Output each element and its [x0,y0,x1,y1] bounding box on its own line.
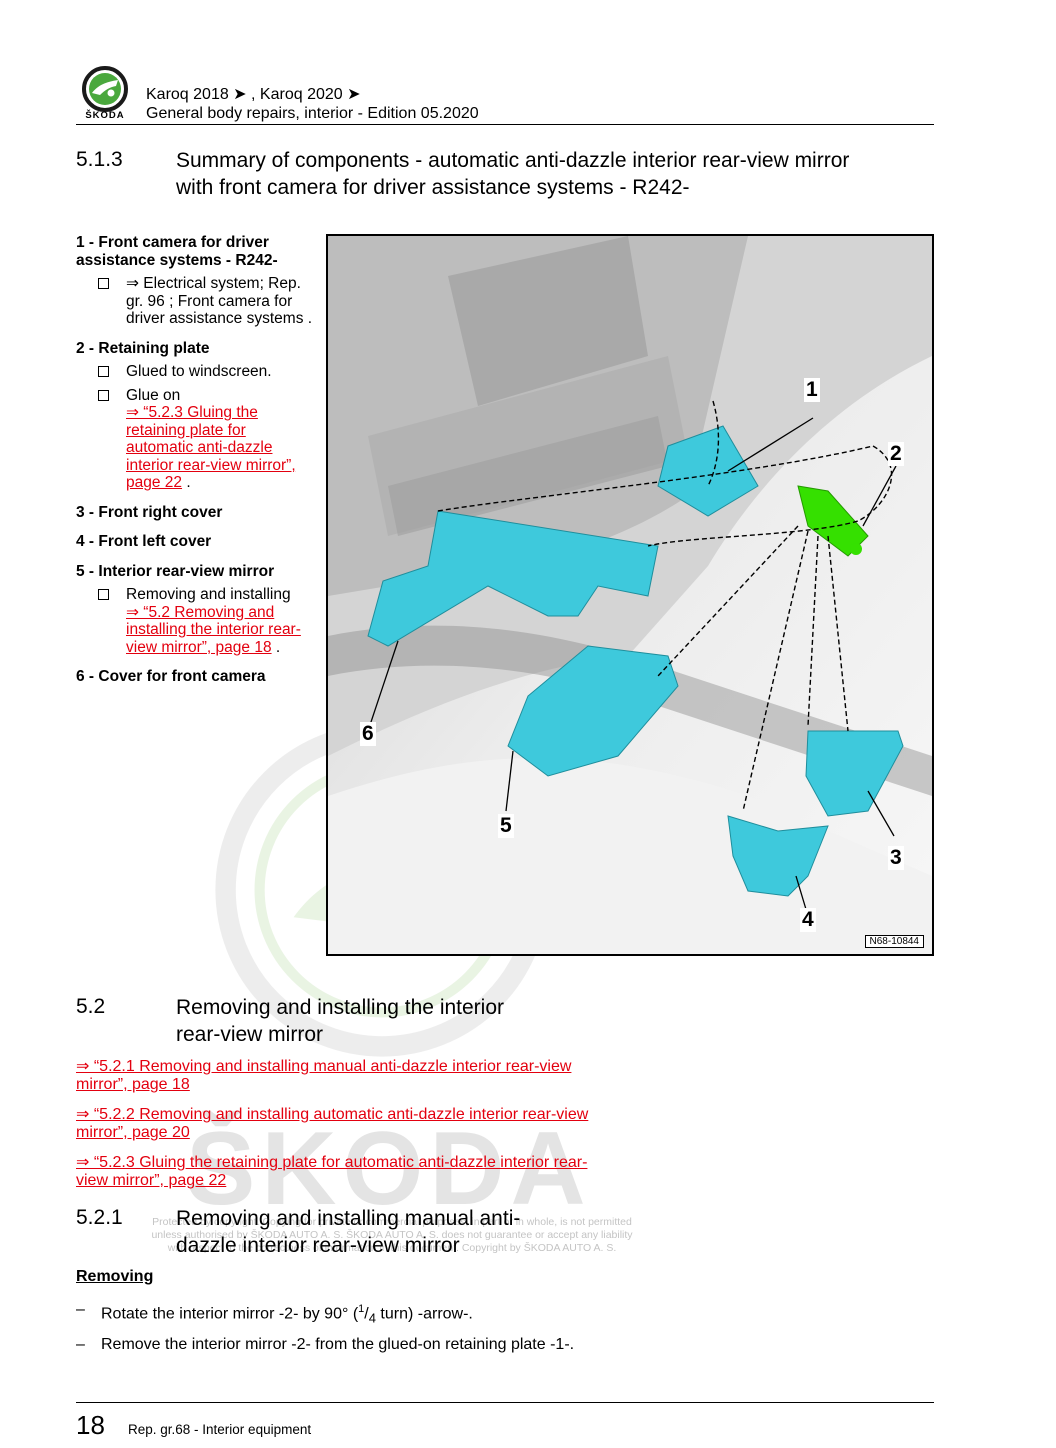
checkbox-icon [98,589,109,600]
watermark-brand-text: ŠKODA [186,1111,592,1227]
link-521[interactable]: ⇒ “5.2.1 Removing and installing manual … [76,1058,572,1093]
section-links: ⇒ “5.2.1 Removing and installing manual … [76,1058,596,1202]
section-52-title: Removing and installing the interior rea… [176,996,505,1046]
skoda-wordmark: ŠKODA [85,110,125,121]
checkbox-icon [98,389,109,401]
callout-4: 4 [800,908,816,932]
section-521-title: Removing and installing manual anti- daz… [176,1207,521,1257]
link-gluing-retaining-plate[interactable]: ⇒ “5.2.3 Gluing the retaining plate for … [126,404,296,491]
header-model-line: Karoq 2018 ➤ , Karoq 2020 ➤ [146,86,361,103]
footer-divider [76,1402,934,1403]
link-523[interactable]: ⇒ “5.2.3 Gluing the retaining plate for … [76,1154,588,1189]
component-diagram: 1 2 3 4 5 6 N68-10844 [326,234,934,956]
header-divider [76,124,934,125]
callout-5: 5 [498,814,514,838]
footer-chapter: Rep. gr.68 - Interior equipment [128,1422,312,1437]
callout-3: 3 [888,846,904,870]
section-52-number: 5.2 [76,995,106,1018]
link-removing-installing-mirror[interactable]: ⇒ “5.2 Removing and installing the inter… [126,603,301,656]
component-legend: 1 - Front camera for driver assistance s… [76,234,316,698]
legend-item-6: 6 - Cover for front camera [76,668,266,685]
step-2: – Remove the interior mirror -2- from th… [76,1336,575,1353]
header-manual-title: General body repairs, interior - Edition… [146,105,479,122]
page-number: 18 [76,1410,105,1440]
legend-item-3: 3 - Front right cover [76,503,223,521]
skoda-logo-icon [82,66,128,112]
section-521-number: 5.2.1 [76,1206,123,1229]
removing-heading: Removing [76,1268,154,1285]
legend-item-4: 4 - Front left cover [76,533,212,550]
callout-6: 6 [360,722,376,746]
callout-1: 1 [804,378,820,402]
section-513-title: Summary of components - automatic anti-d… [176,149,850,199]
link-522[interactable]: ⇒ “5.2.2 Removing and installing automat… [76,1106,589,1141]
figure-id: N68-10844 [864,935,924,948]
watermark-copyright: Protected by copyright. Copying for priv… [151,1216,633,1254]
step-1: – Rotate the interior mirror -2- by 90° … [76,1301,473,1326]
legend-item-5: 5 - Interior rear-view mirror Removing a… [76,562,301,656]
diagram-illustration [328,236,932,954]
checkbox-icon [98,366,109,377]
checkbox-icon [98,278,109,289]
callout-2: 2 [888,442,904,466]
section-513-number: 5.1.3 [76,148,123,171]
legend-item-2: 2 - Retaining plate Glued to windscreen.… [76,339,296,492]
legend-item-1: 1 - Front camera for driver assistance s… [76,234,313,327]
